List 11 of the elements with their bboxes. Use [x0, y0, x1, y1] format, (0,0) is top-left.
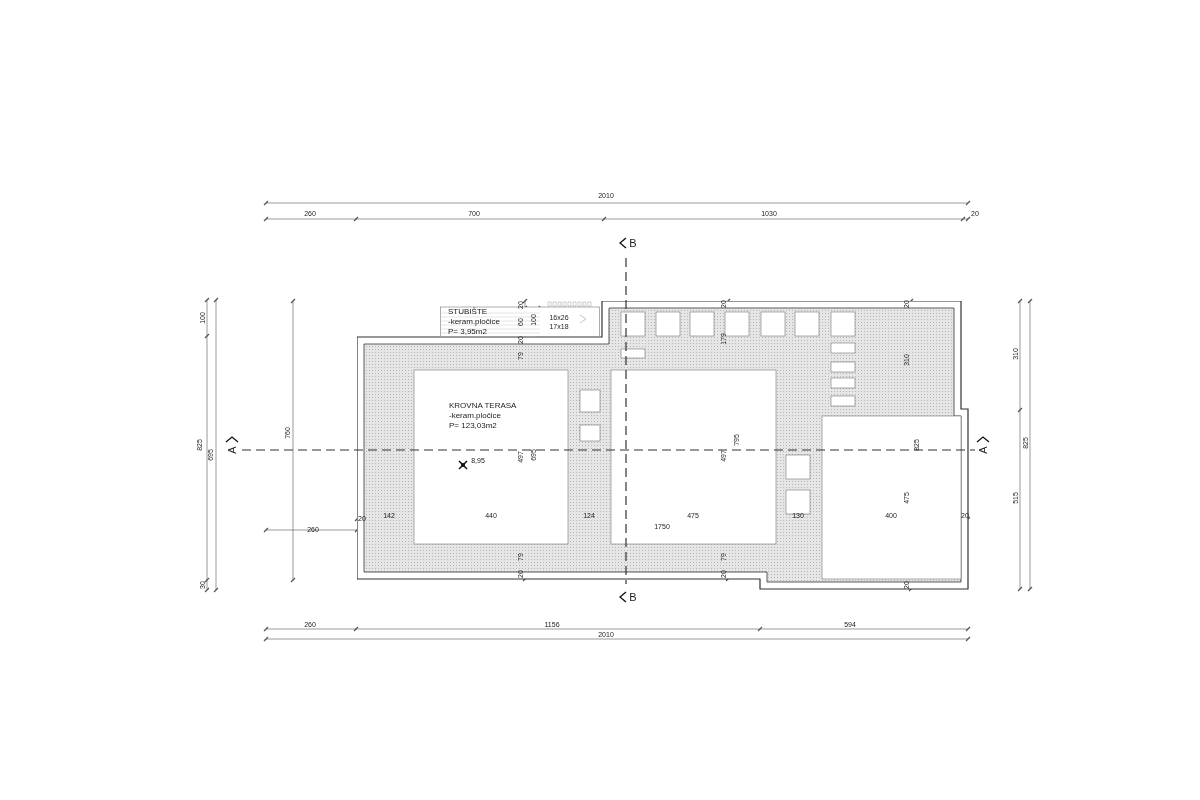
section-letter: A: [977, 446, 989, 454]
room-name: STUBIŠTE: [448, 307, 488, 316]
roof-terrace-area: [357, 301, 969, 590]
section-letter: A: [226, 446, 238, 454]
floor-finish-note: -keram.pločice: [448, 317, 500, 326]
room-name: KROVNA TERASA: [449, 401, 517, 410]
area-value: P= 3,95m2: [448, 327, 487, 336]
floor-finish-note: -keram.pločice: [449, 411, 501, 420]
area-value: P= 123,03m2: [449, 421, 497, 430]
staircase-area: [440, 301, 600, 337]
section-letter: B: [629, 237, 637, 249]
